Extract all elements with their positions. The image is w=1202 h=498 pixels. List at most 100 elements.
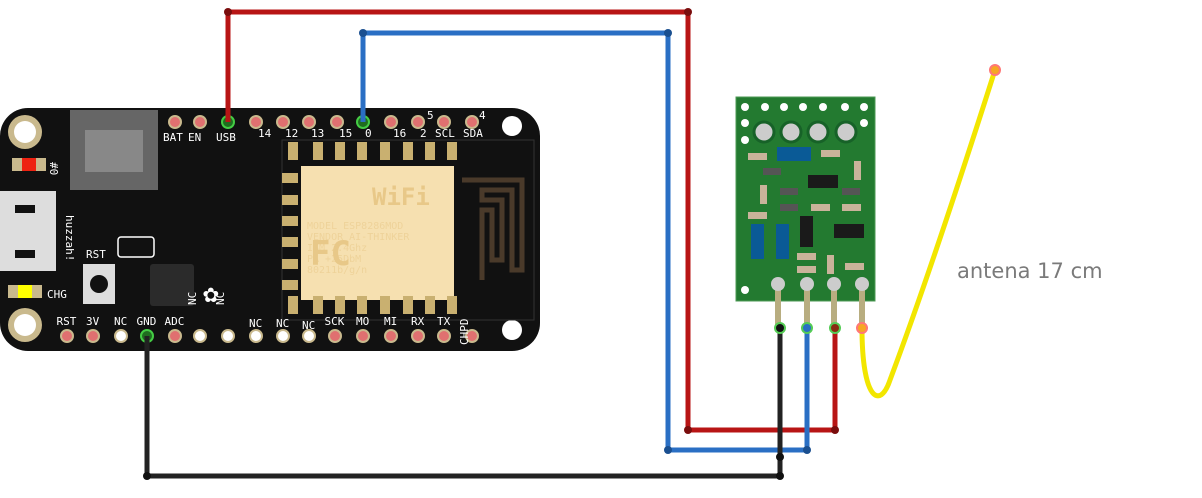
pin-label: 2 [420, 127, 427, 140]
receiver-pin-1[interactable] [771, 277, 785, 291]
pin-label: NC [114, 315, 127, 328]
pin-adc[interactable] [168, 329, 182, 343]
usb-connector [0, 191, 56, 271]
reset-button-cap [90, 275, 108, 293]
antenna-label: antena 17 cm [957, 259, 1103, 283]
pin-label: 3V [86, 315, 100, 328]
pin-label: SCL [435, 127, 455, 140]
esp-shield [301, 166, 454, 300]
led-label: #0 [47, 162, 60, 175]
wifi-logo: WiFi [372, 183, 430, 211]
pin-12[interactable] [276, 115, 290, 129]
mount-hole [502, 116, 522, 136]
pin-16[interactable] [384, 115, 398, 129]
pin-mo[interactable] [356, 329, 370, 343]
microcontroller-chip [150, 264, 194, 306]
module-text-line: VENDOR AI-THINKER [307, 232, 410, 243]
pin-label: 15 [339, 127, 352, 140]
pin-nc[interactable] [193, 329, 207, 343]
pin-13[interactable] [302, 115, 316, 129]
pin-label: MO [356, 315, 369, 328]
pin-label: NC [249, 317, 262, 330]
pin-label: SCK [325, 315, 345, 328]
pin-label: 0 [365, 127, 372, 140]
module-text-line: MODEL ESP8286MOD [307, 221, 403, 232]
mount-hole [502, 320, 522, 340]
pin-label: SDA [463, 127, 483, 140]
receiver-pin-4[interactable] [855, 277, 869, 291]
led-red-core [22, 158, 36, 171]
pin-nc[interactable] [302, 329, 316, 343]
pin-tx[interactable] [437, 329, 451, 343]
pin-label: BAT [163, 131, 183, 144]
receiver-coils [752, 120, 858, 144]
pin-nc[interactable] [276, 329, 290, 343]
pin-nc[interactable] [221, 329, 235, 343]
wire-black-gnd[interactable] [144, 328, 783, 479]
receiver-components [748, 147, 864, 274]
module-text-line: PA +25DbM [307, 254, 361, 265]
pin-bat[interactable] [168, 115, 182, 129]
pin-label: 12 [285, 127, 298, 140]
pin-label: ADC [165, 315, 185, 328]
wire-yellow-antenna[interactable] [859, 69, 998, 399]
pin-label: 14 [258, 127, 272, 140]
pin-label: GND [137, 315, 157, 328]
pin-15[interactable] [330, 115, 344, 129]
pin-label: 16 [393, 127, 406, 140]
fcc-logo: FC [310, 234, 351, 274]
receiver-pin-3[interactable] [827, 277, 841, 291]
pin-sda[interactable] [465, 115, 479, 129]
pin-chpd[interactable] [465, 329, 479, 343]
huzzah-board[interactable]: #0 huzzah! RST CHG ✿ WiFi FC MODEL ESP82… [0, 108, 540, 351]
pin-label: NC [302, 319, 315, 332]
pin-nc[interactable] [249, 329, 263, 343]
wire-endpoints [143, 8, 1001, 480]
pin-label: USB [216, 131, 236, 144]
rf-receiver-module[interactable] [735, 96, 876, 328]
mount-hole-inner [14, 121, 36, 143]
pin-3v[interactable] [86, 329, 100, 343]
pin-label: NC [186, 292, 199, 305]
usb-slot [15, 205, 35, 213]
pin-label: MI [384, 315, 397, 328]
pin-label: NC [214, 292, 227, 305]
pin-mi[interactable] [384, 329, 398, 343]
esp-pads [282, 142, 457, 314]
pin-14[interactable] [249, 115, 263, 129]
pin-label: RST [57, 315, 77, 328]
pin-nc[interactable] [114, 329, 128, 343]
pin-en[interactable] [193, 115, 207, 129]
pin-sck[interactable] [328, 329, 342, 343]
connector-inner [85, 130, 143, 172]
pin-label: RX [411, 315, 425, 328]
mount-hole-inner [14, 314, 36, 336]
usb-slot [15, 250, 35, 258]
pin-alt-label: 5 [427, 109, 434, 122]
module-text-line: ISM 2.4Ghz [307, 243, 367, 254]
jumper [117, 236, 155, 258]
pin-label: 13 [311, 127, 324, 140]
pin-rx[interactable] [411, 329, 425, 343]
pin-label: NC [276, 317, 289, 330]
pin-label: CHPD [458, 319, 471, 346]
wire-red-usb-to-vcc[interactable] [225, 9, 838, 433]
pin-label: TX [437, 315, 451, 328]
receiver-holes [741, 103, 868, 294]
wire-blue-gpio0-to-data[interactable] [360, 30, 810, 453]
pin-scl[interactable] [437, 115, 451, 129]
pin-label: EN [188, 131, 201, 144]
board-name: huzzah! [63, 215, 76, 261]
pin-rst[interactable] [60, 329, 74, 343]
module-text-line: 80211b/g/n [307, 265, 367, 276]
rst-label: RST [86, 248, 106, 261]
receiver-pin-2[interactable] [800, 277, 814, 291]
adafruit-logo-icon: ✿ [203, 279, 219, 309]
led-yellow-core [18, 285, 32, 298]
receiver-pins [771, 277, 869, 328]
pin-2[interactable] [411, 115, 425, 129]
